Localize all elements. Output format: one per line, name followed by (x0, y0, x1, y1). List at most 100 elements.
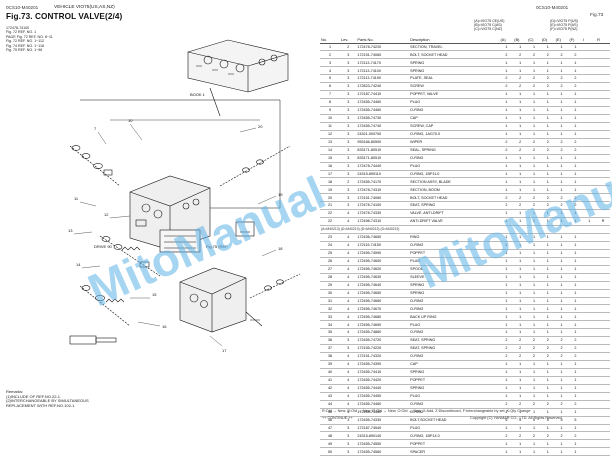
cell-qty: 1 (540, 376, 555, 385)
cell-qty: 1 (513, 233, 528, 242)
cell-r (596, 249, 610, 258)
cell-description: POPPET (409, 249, 500, 258)
cell-i (582, 114, 597, 123)
cell-qty: 2 (513, 138, 528, 147)
cell-no: 2 (320, 50, 341, 60)
cell-qty: 1 (540, 384, 555, 393)
cell-r (596, 265, 610, 274)
cell-qty: 1 (568, 233, 583, 242)
cell-qty: 1 (513, 90, 528, 100)
cell-r (596, 241, 610, 250)
cell-qty: 1 (540, 360, 555, 369)
cell-lev: 3 (340, 138, 357, 147)
cell-qty: 2 (513, 146, 528, 155)
cell-r (596, 170, 610, 179)
cell-i (582, 82, 597, 92)
cell-i (582, 336, 597, 346)
cell-qty: 1 (540, 114, 555, 123)
cell-qty: 1 (527, 114, 541, 123)
cell-qty: 1 (499, 43, 514, 52)
cell-qty: 1 (540, 98, 555, 107)
cell-no: 13 (320, 138, 341, 147)
cell-qty: 1 (540, 241, 555, 250)
cell-qty: 1 (568, 130, 583, 139)
cell-qty: 1 (499, 66, 514, 76)
cell-qty: 2 (568, 138, 583, 147)
cell-qty: 1 (554, 447, 569, 456)
cell-qty: 1 (499, 257, 514, 266)
cell-qty: 1 (499, 162, 514, 171)
cell-qty: 1 (554, 217, 569, 227)
cell-i (582, 304, 597, 314)
cell-qty: 1 (540, 58, 555, 68)
cell-qty: 1 (540, 297, 555, 306)
cell-qty: 2 (554, 352, 569, 361)
cell-qty: 1 (568, 185, 583, 195)
parts-table: No. Lev. Parts No. Description (A) (B) (… (320, 37, 610, 456)
cell-i (582, 177, 597, 187)
cell-no: 41 (320, 376, 341, 385)
part-chain-right (219, 145, 301, 327)
cell-qty: 1 (568, 281, 583, 290)
cell-parts-no: 172455-74550 (356, 439, 410, 449)
vehicle-title: VEHICLE VIO75(US,AS,NZ) (54, 4, 115, 10)
callout-label: Fig.75 (REF. (206, 244, 228, 249)
cell-lev: 4 (340, 352, 357, 361)
cell-qty: 1 (499, 114, 514, 123)
cell-qty: 2 (499, 82, 514, 92)
callout-label: 17 (222, 348, 227, 353)
cell-i (582, 320, 597, 330)
cell-qty: 1 (540, 281, 555, 290)
cell-qty: 1 (499, 90, 514, 100)
continue-label: ++ CONTINUE ++ (322, 416, 353, 420)
cell-qty: 1 (513, 162, 528, 171)
cell-lev: 4 (340, 265, 357, 274)
remark-line: REPLACEMENT WITH REF.NO.102-1 (6, 402, 75, 408)
cell-parts-no: 172187-74540 (356, 424, 410, 433)
cell-qty: 1 (540, 233, 555, 242)
cell-qty: 1 (568, 217, 583, 227)
callout-label: 18 (278, 246, 283, 251)
cell-qty: 1 (568, 312, 583, 322)
col-c: (C) (527, 37, 541, 44)
cell-qty: 1 (513, 281, 528, 290)
cell-i (582, 130, 597, 139)
cell-i (582, 201, 597, 211)
cell-qty: 1 (527, 273, 541, 282)
cell-description: O-RING (409, 106, 500, 115)
cell-r (596, 138, 610, 147)
callout-label: 7 (94, 126, 97, 131)
cell-qty: 1 (568, 273, 583, 282)
cell-r (596, 281, 610, 290)
col-lev: Lev. (340, 37, 357, 44)
cell-parts-no: 172455-74590 (356, 249, 410, 258)
cell-qty: 1 (540, 289, 555, 298)
cell-qty: 1 (568, 162, 583, 171)
cell-parts-no: 24321-000700 (356, 130, 410, 139)
cell-lev: 3 (340, 424, 357, 433)
cell-lev: 3 (340, 90, 357, 100)
cell-r (596, 201, 610, 211)
cell-qty: 1 (554, 304, 569, 314)
cell-parts-no: 953166-80500 (356, 138, 410, 147)
cell-i (582, 138, 597, 147)
cell-qty: 2 (568, 352, 583, 361)
cell-qty: 1 (554, 408, 569, 417)
cell-qty: 1 (568, 177, 583, 187)
cell-qty: 1 (540, 265, 555, 274)
cell-qty: 2 (554, 82, 569, 92)
cell-qty: 2 (527, 193, 541, 203)
cell-qty: 1 (568, 265, 583, 274)
cell-lev: 4 (340, 392, 357, 401)
cell-i (582, 376, 597, 385)
cell-lev: 2 (340, 43, 357, 52)
cell-description: SPRING (409, 66, 500, 76)
cell-no: 30 (320, 289, 341, 298)
